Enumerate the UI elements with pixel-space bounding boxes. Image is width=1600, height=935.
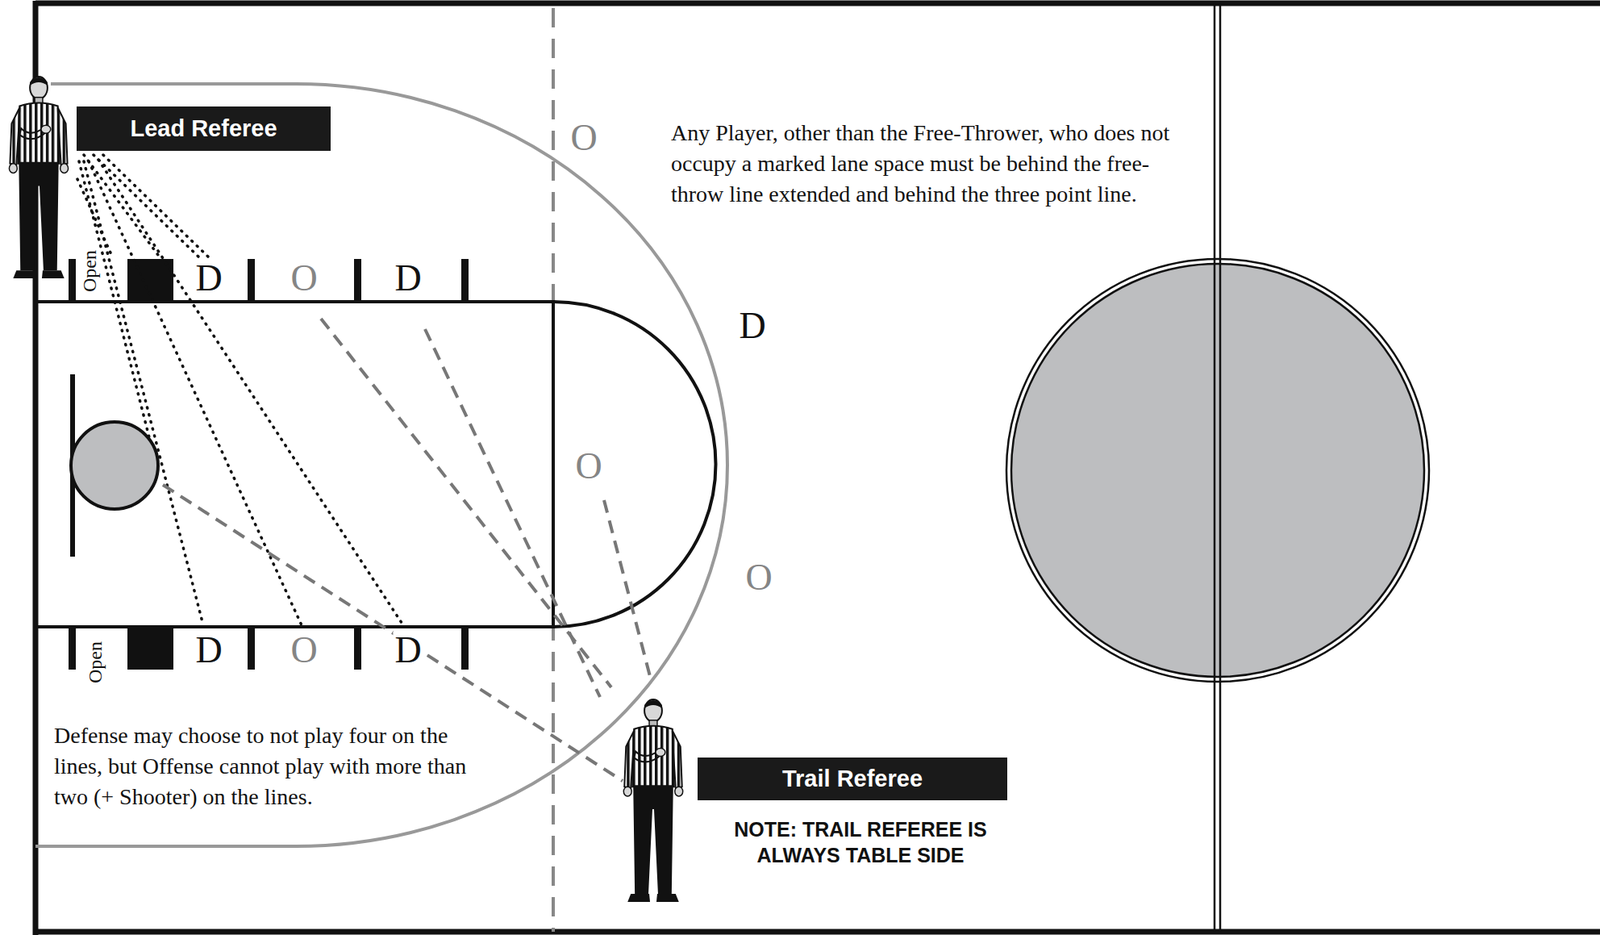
offense-player: O — [743, 558, 774, 596]
lane-mark — [68, 258, 76, 302]
lane-mark — [354, 626, 362, 670]
lane-mark — [247, 258, 255, 302]
referee-label-box: Trail Referee — [697, 757, 1008, 800]
center-circle — [1006, 258, 1430, 682]
trail-note: NOTE: TRAIL REFEREE IS ALWAYS TABLE SIDE — [715, 816, 1006, 868]
referee-label: Trail Referee — [782, 766, 923, 792]
center-line — [1219, 3, 1222, 932]
defense-player: D — [392, 259, 423, 297]
offense-player: O — [573, 447, 604, 485]
lane-mark — [461, 258, 469, 302]
lane-mark — [68, 626, 76, 670]
trail-referee-figure — [623, 699, 683, 902]
defense-player: D — [193, 259, 224, 297]
free-throw-circle — [553, 301, 717, 627]
lane-mark — [354, 258, 362, 302]
court-boundary — [35, 0, 1600, 7]
trail-sight-lines — [162, 318, 652, 781]
rule-note: Any Player, other than the Free-Thrower,… — [670, 117, 1171, 210]
lane-block — [127, 258, 174, 302]
referee-label: Lead Referee — [129, 116, 277, 142]
free-throw-lane — [35, 301, 554, 627]
court-boundary — [35, 929, 1600, 935]
center-line — [1213, 3, 1217, 932]
offense-player: O — [288, 259, 319, 297]
rule-note: Defense may choose to not play four on t… — [54, 720, 490, 813]
open-space-label: Open — [79, 249, 100, 293]
center-line — [1219, 263, 1222, 677]
lane-mark — [247, 626, 255, 670]
center-circle — [1011, 263, 1425, 677]
three-point-line — [35, 83, 728, 846]
defense-player: D — [193, 631, 224, 669]
basket — [70, 421, 159, 509]
defense-player: D — [392, 631, 423, 669]
center-line — [1213, 263, 1217, 677]
open-space-label: Open — [85, 640, 105, 684]
referee-label-box: Lead Referee — [76, 106, 331, 151]
lead-referee-figure — [8, 76, 68, 279]
lead-sight-lines — [77, 154, 404, 625]
offense-player: O — [568, 119, 599, 157]
offense-player: O — [288, 631, 319, 669]
lane-mark — [461, 626, 469, 670]
defense-player: D — [737, 307, 767, 345]
lane-block — [127, 626, 174, 670]
